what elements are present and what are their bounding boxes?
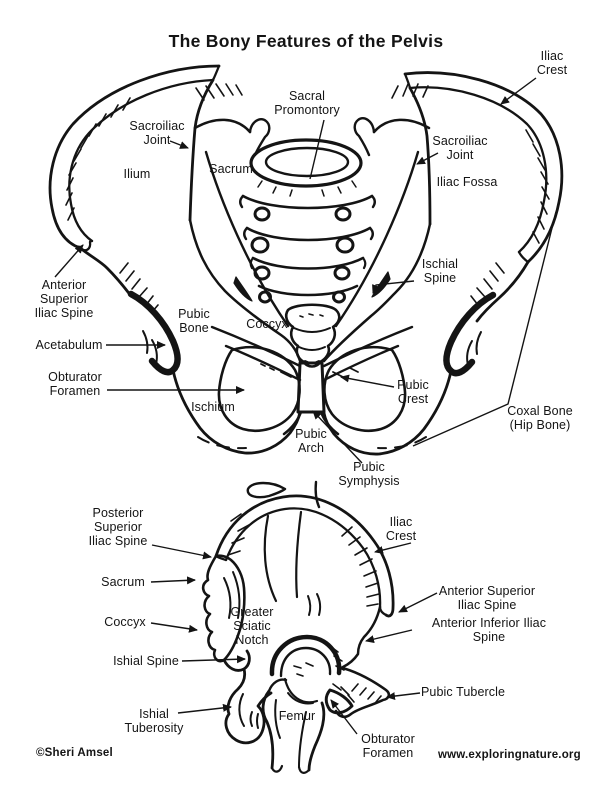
leader-lines [54, 77, 557, 735]
leader-sacroiliac-left [169, 140, 189, 149]
label-psis: Posterior Superior Iliac Spine [88, 505, 148, 549]
leader-asis-bottom [398, 592, 438, 613]
label-greater-sciatic-notch: Greater Sciatic Notch [230, 604, 274, 648]
leader-ishial-spine [181, 655, 246, 664]
leader-ishial-tuberosity [177, 703, 232, 714]
label-acetabulum: Acetabulum [35, 337, 103, 352]
leader-sacral-promontory [309, 119, 325, 180]
label-sacrum-bottom: Sacrum [101, 574, 145, 589]
hip-lateral-drawing [201, 480, 395, 774]
leader-sacrum-bottom [150, 576, 196, 585]
leader-asis-top [54, 244, 84, 278]
leader-coccyx-bottom [150, 622, 198, 633]
label-iliac-fossa: Iliac Fossa [436, 174, 498, 189]
label-obturator-foramen-bottom: Obturator Foramen [361, 731, 415, 760]
label-obturator-foramen-top: Obturator Foramen [48, 369, 102, 398]
label-sacrum-top: Sacrum [209, 161, 253, 176]
leader-iliac-crest-top [500, 77, 537, 105]
label-aiis: Anterior Inferior Iliac Spine [431, 615, 547, 644]
label-pubic-bone: Pubic Bone [178, 306, 210, 335]
label-ilium: Ilium [123, 166, 151, 181]
leader-psis [151, 544, 212, 560]
leader-obturator-bottom [330, 699, 358, 735]
copyright-text: ©Sheri Amsel [36, 747, 113, 759]
label-ischium: Ischium [191, 399, 235, 414]
label-pubic-symphysis: Pubic Symphysis [338, 459, 400, 488]
label-sacroiliac-joint-right: Sacroiliac Joint [432, 133, 488, 162]
label-asis-bottom: Anterior Superior Iliac Spine [438, 583, 536, 612]
label-asis-top: Anterior Superior Iliac Spine [34, 277, 94, 321]
label-iliac-crest-top: Iliac Crest [536, 48, 568, 77]
label-sacroiliac-joint-left: Sacroiliac Joint [129, 118, 185, 147]
leader-pubic-crest [340, 374, 395, 388]
leader-coxal-bone [412, 211, 557, 447]
leader-aiis [365, 629, 413, 644]
leader-sacroiliac-right [416, 152, 439, 165]
pelvis-anterior-drawing [48, 64, 564, 456]
leader-iliac-crest-bottom [374, 542, 412, 554]
label-femur: Femur [278, 708, 316, 723]
label-ischial-spine-top: Ischial Spine [421, 256, 459, 285]
label-sacral-promontory: Sacral Promontory [274, 88, 340, 117]
leader-ischial-spine-top [372, 280, 415, 294]
label-pubic-crest: Pubic Crest [397, 377, 429, 406]
label-coccyx-bottom: Coccyx [104, 614, 146, 629]
label-coccyx-top: Coccyx [246, 316, 288, 331]
leader-pubic-symphysis [312, 410, 363, 464]
website-text: www.exploringnature.org [438, 749, 581, 761]
label-ishial-spine: Ishial Spine [113, 653, 179, 668]
label-ishial-tuberosity: Ishial Tuberosity [124, 706, 184, 735]
label-iliac-crest-bottom: Iliac Crest [385, 514, 417, 543]
label-pubic-tubercle: Pubic Tubercle [420, 684, 506, 699]
label-pubic-arch: Pubic Arch [295, 426, 327, 455]
label-coxal-bone: Coxal Bone (Hip Bone) [507, 403, 573, 432]
page-title: The Bony Features of the Pelvis [168, 31, 444, 51]
leader-pubic-tubercle [386, 692, 421, 701]
